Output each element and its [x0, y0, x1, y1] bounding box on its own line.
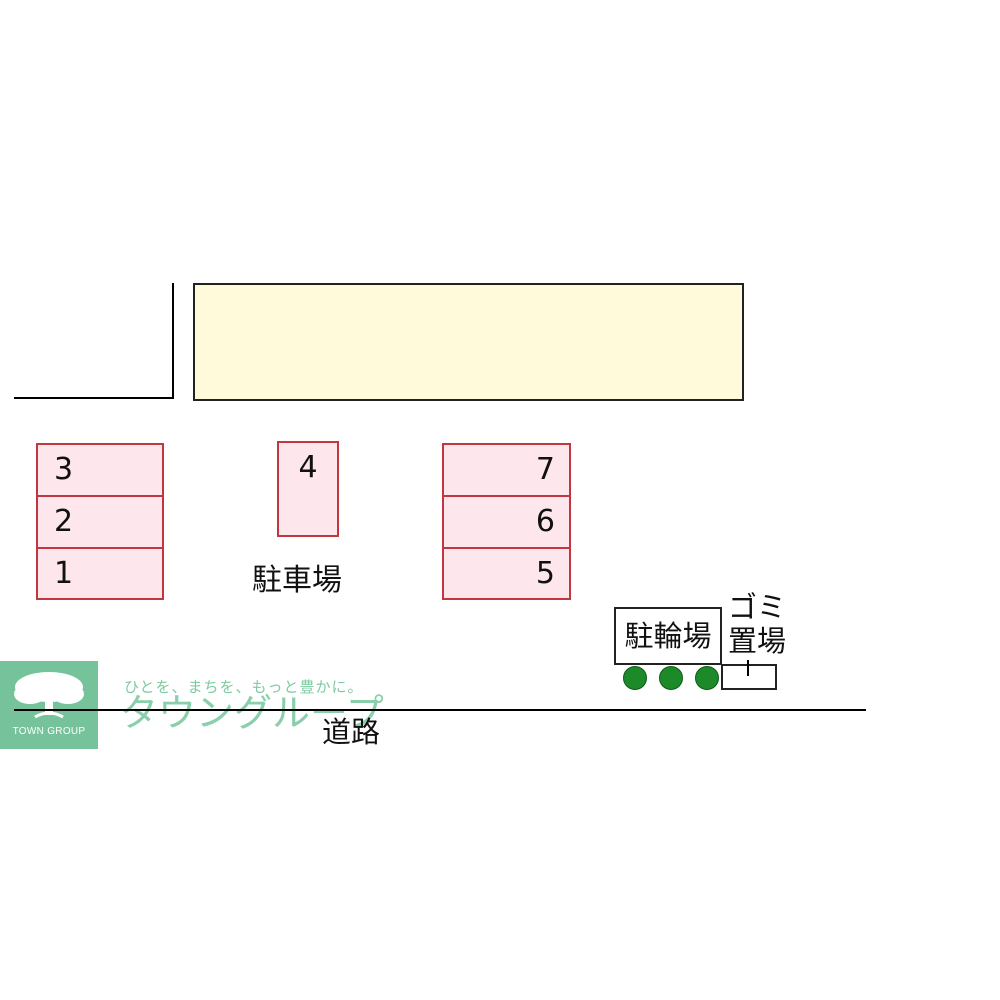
bicycle-parking-label: 駐輪場 [624, 618, 712, 653]
town-group-logo [0, 661, 98, 749]
garbage-label-line1: ゴミ [727, 590, 786, 624]
road-label: 道路 [322, 715, 381, 749]
garbage-label-line2: 置場 [727, 624, 786, 658]
parking-space-number: 2 [54, 504, 74, 539]
building [193, 283, 744, 401]
parking-space-2: 2 [36, 495, 164, 549]
tree-icon [14, 672, 84, 719]
parking-space-number: 4 [298, 450, 318, 485]
garbage-box-divider [747, 660, 749, 676]
watermark-tagline: ひとを、まちを、もっと豊かに。 [124, 678, 364, 696]
parking-space-5: 5 [442, 547, 571, 600]
garbage-area-label: ゴミ 置場 [722, 590, 792, 658]
watermark-brand: タウングループ [120, 691, 384, 735]
bush-icon [623, 666, 647, 690]
parking-space-7: 7 [442, 443, 571, 497]
parking-space-1: 1 [36, 547, 164, 600]
garbage-area [721, 664, 777, 690]
parking-space-number: 1 [54, 555, 74, 591]
logo-text: TOWN GROUP [12, 726, 86, 737]
bush-icon [659, 666, 683, 690]
parking-space-6: 6 [442, 495, 571, 549]
bush-icon [695, 666, 719, 690]
parking-space-number: 7 [535, 452, 555, 487]
parking-space-number: 5 [535, 555, 555, 591]
parking-label: 駐車場 [252, 563, 342, 598]
parking-space-number: 6 [535, 504, 555, 539]
parking-space-4: 4 [277, 441, 339, 537]
boundary-line-horizontal [14, 397, 174, 399]
boundary-line-vertical [172, 283, 174, 399]
bicycle-parking: 駐輪場 [614, 607, 722, 665]
road-line [14, 709, 866, 711]
parking-space-3: 3 [36, 443, 164, 497]
parking-space-number: 3 [54, 452, 74, 487]
